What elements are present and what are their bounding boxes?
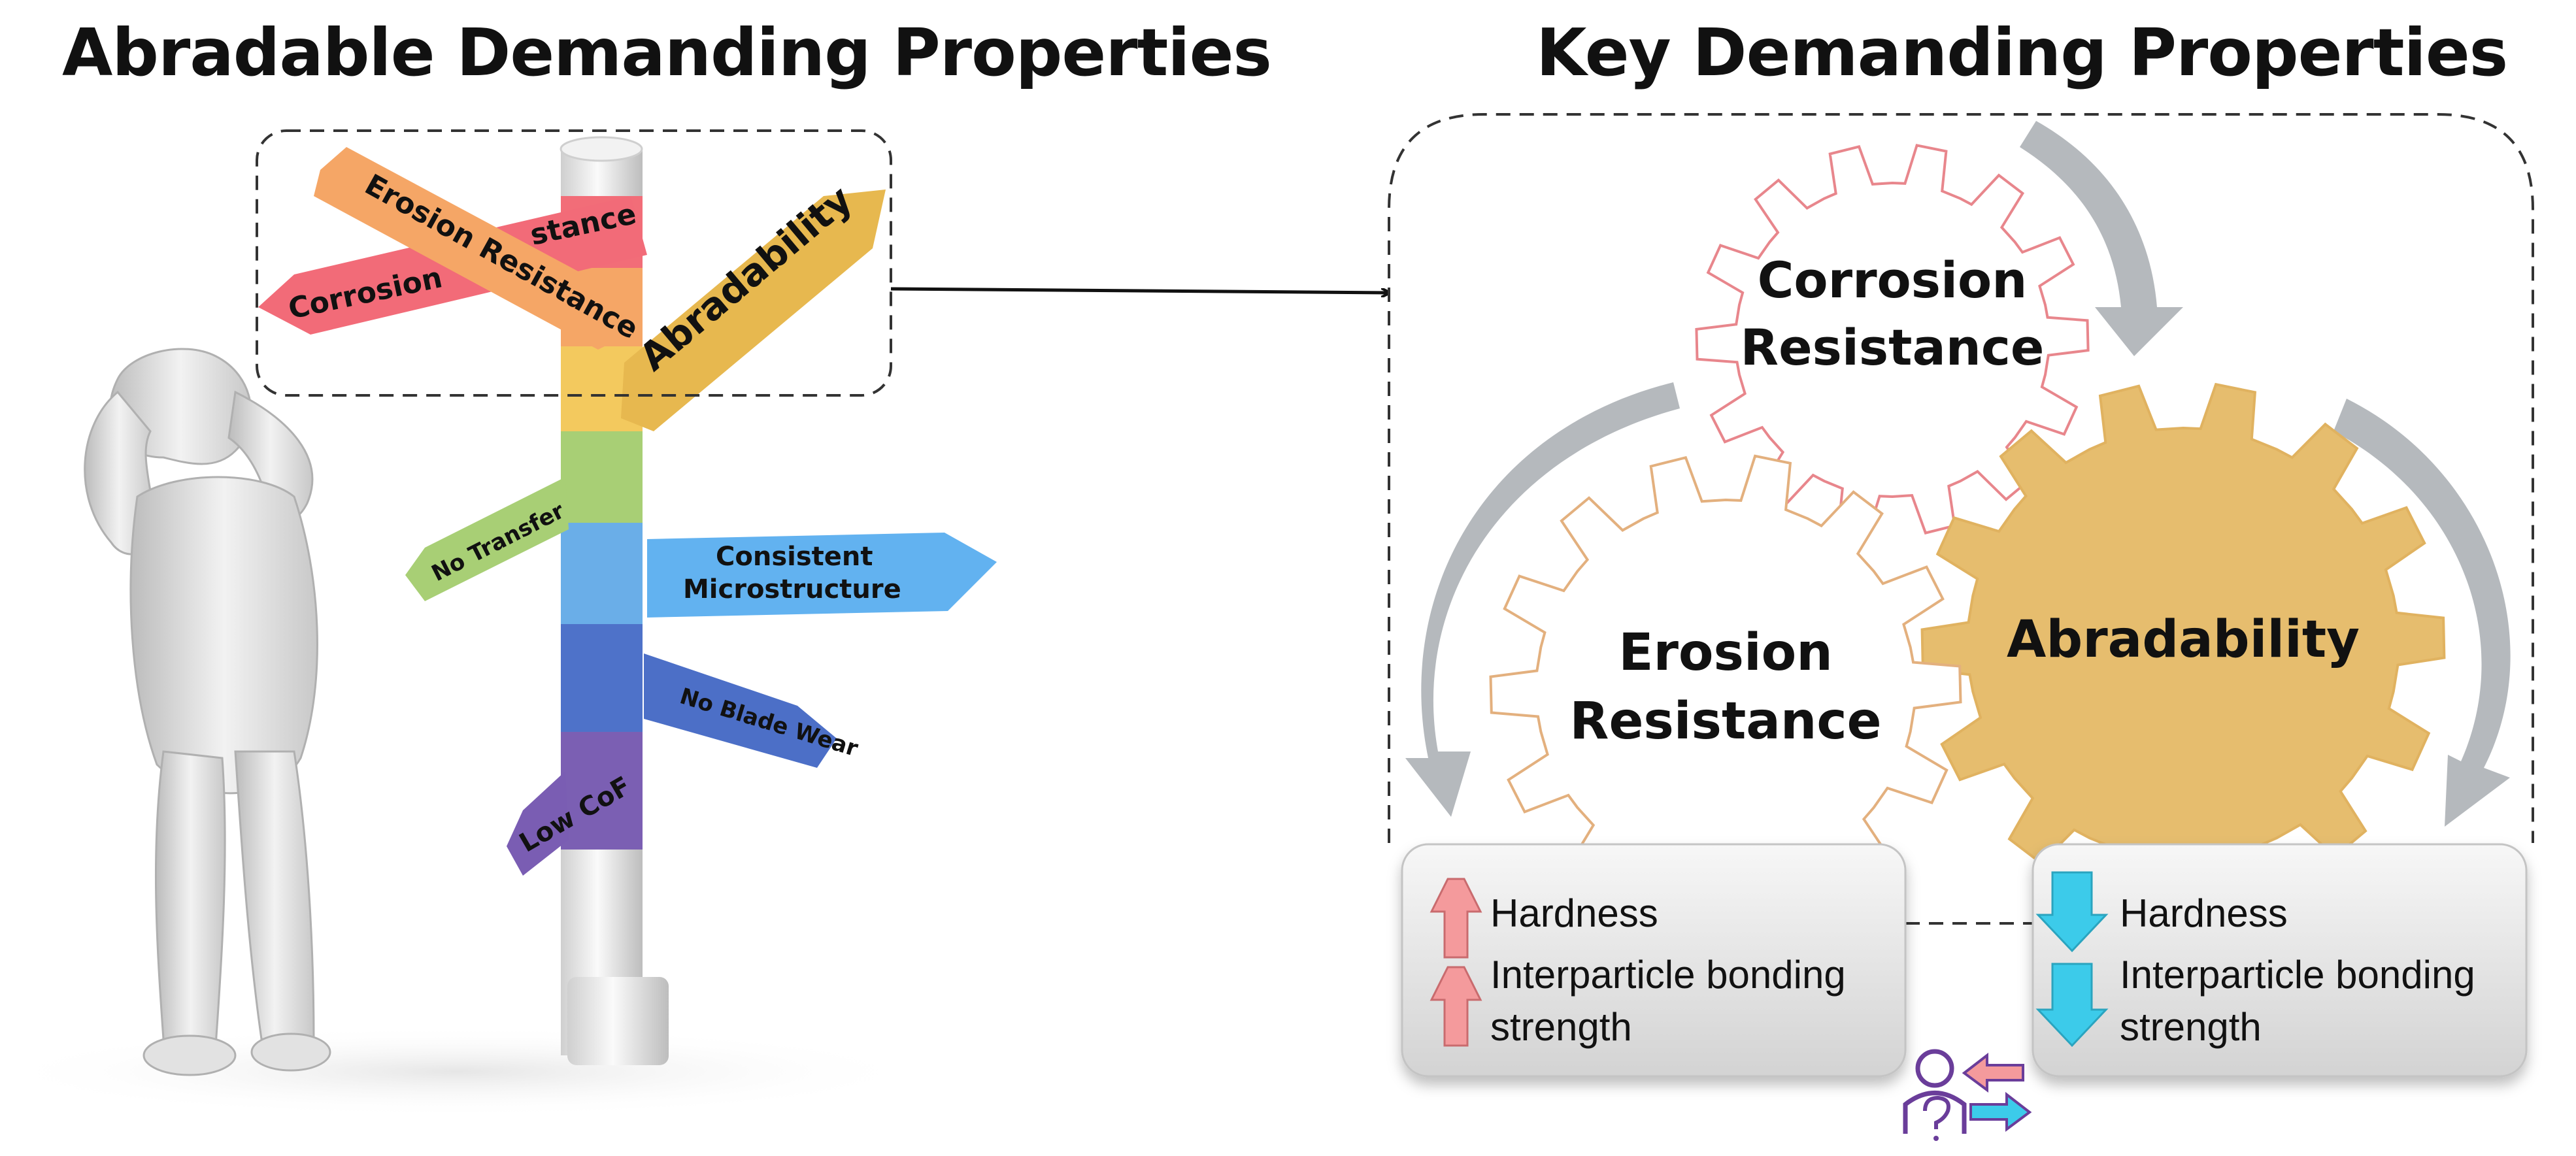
gear-corrosion-label-line2: Resistance bbox=[1741, 318, 2045, 376]
down-arrow-icon bbox=[2035, 963, 2109, 1048]
sign-no-blade-wear: No Blade Wear bbox=[644, 653, 861, 768]
cycle-arrow-top bbox=[2020, 121, 2183, 356]
gear-erosion-label-line2: Resistance bbox=[1569, 692, 1881, 751]
gear-abradability-label: Abradability bbox=[2007, 610, 2360, 669]
box-increase-properties: Hardness Interparticle bonding strength bbox=[1401, 843, 1907, 1078]
sign-microstructure-line1: Consistent bbox=[716, 542, 873, 572]
left-panel-title: Abradable Demanding Properties bbox=[62, 14, 1272, 91]
box-decrease-hardness: Hardness bbox=[2120, 891, 2288, 935]
confused-person-figure bbox=[84, 348, 331, 1076]
top-signs-highlight-box bbox=[256, 129, 892, 397]
down-arrow-icon bbox=[2035, 871, 2109, 953]
gear-corrosion bbox=[1695, 144, 2090, 536]
box-increase-hardness: Hardness bbox=[1490, 891, 1658, 935]
gear-corrosion-label-line1: Corrosion bbox=[1758, 251, 2028, 309]
box-increase-bonding-line1: Interparticle bonding bbox=[1490, 953, 1846, 997]
box-decrease-bonding-line2: strength bbox=[2120, 1005, 2262, 1049]
cycle-arrows bbox=[1405, 121, 2511, 827]
cycle-arrow-right bbox=[2333, 399, 2511, 827]
right-panel-dashed-frame bbox=[1388, 113, 2534, 843]
up-arrow-icon bbox=[1430, 878, 1482, 959]
connector-arrow bbox=[890, 287, 1389, 293]
box-increase-bonding-line2: strength bbox=[1490, 1005, 1632, 1049]
sign-abradability: Abradability bbox=[621, 177, 886, 431]
tradeoff-person-icon bbox=[1903, 1049, 2032, 1141]
sign-microstructure-line2: Microstructure bbox=[683, 574, 901, 604]
gear-erosion-label-line1: Erosion bbox=[1618, 623, 1833, 682]
box-decrease-properties: Hardness Interparticle bonding strength bbox=[2032, 843, 2528, 1078]
box-decrease-bonding-line1: Interparticle bonding bbox=[2120, 953, 2475, 997]
sign-no-transfer: No Transfer bbox=[405, 477, 569, 601]
floor-shadow bbox=[0, 1026, 928, 1117]
cycle-arrow-left bbox=[1405, 382, 1680, 817]
right-panel-title: Key Demanding Properties bbox=[1536, 14, 2508, 91]
sign-microstructure: Consistent Microstructure bbox=[647, 533, 997, 618]
up-arrow-icon bbox=[1430, 966, 1482, 1047]
